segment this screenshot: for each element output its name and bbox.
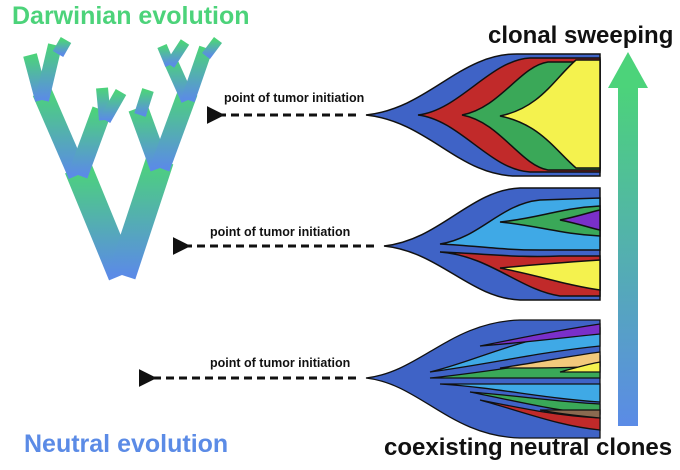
up-arrow-icon <box>608 52 648 426</box>
initiation-label-bottom: point of tumor initiation <box>210 356 351 370</box>
neutral-evolution-label: Neutral evolution <box>24 430 229 458</box>
initiation-label-top: point of tumor initiation <box>224 91 365 105</box>
fish-plot-neutral <box>365 319 601 439</box>
clonal-sweeping-label: clonal sweeping <box>488 22 674 49</box>
fish-plot-clonal-sweeping <box>365 53 601 177</box>
initiation-label-middle: point of tumor initiation <box>210 225 351 239</box>
branching-tree-icon <box>23 37 222 420</box>
coexisting-clones-label: coexisting neutral clones <box>384 434 673 461</box>
darwinian-evolution-label: Darwinian evolution <box>12 2 250 30</box>
fish-plot-intermediate <box>383 187 601 301</box>
